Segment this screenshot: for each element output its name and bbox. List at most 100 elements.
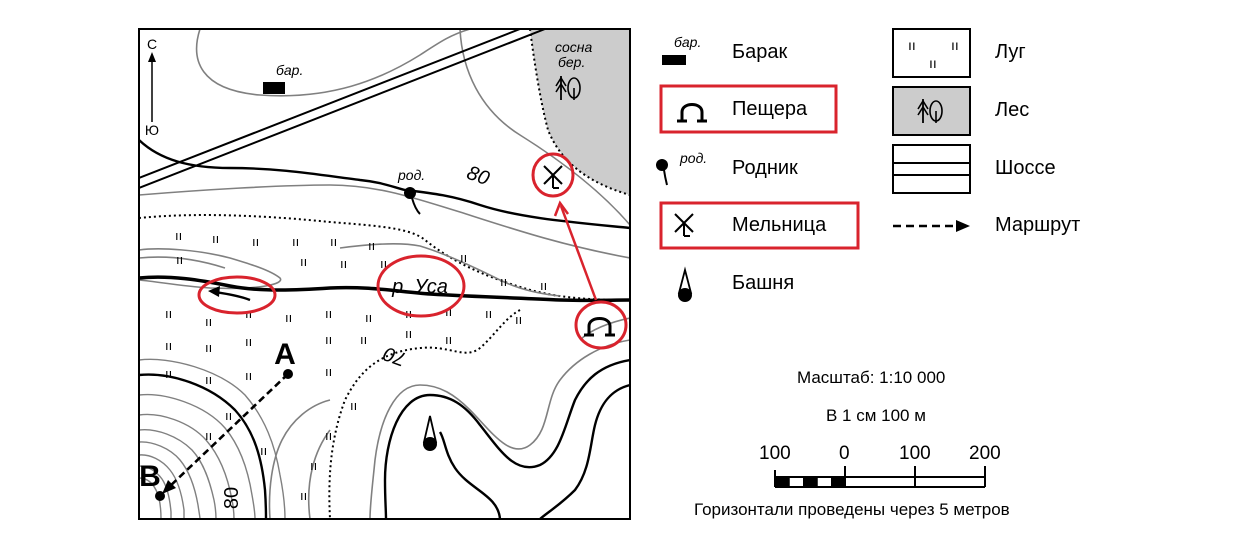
scale-tick-left-100: 100 bbox=[759, 443, 791, 464]
meadow-mark: ıı bbox=[515, 312, 522, 327]
meadow-mark: ıı bbox=[165, 306, 172, 321]
legend-meadow-label: Луг bbox=[995, 41, 1026, 63]
black-contours bbox=[139, 139, 630, 519]
compass-north-label: С bbox=[147, 36, 157, 52]
point-b-label: В bbox=[139, 460, 161, 493]
forest-area bbox=[530, 29, 630, 195]
meadow-mark: ıı bbox=[300, 488, 307, 503]
meadow-mark: ıı bbox=[460, 250, 467, 265]
legend-meadow-mark-2: ıı bbox=[951, 37, 959, 53]
legend-spring-label: Родник bbox=[732, 157, 798, 179]
legend-spring-tail bbox=[663, 169, 668, 186]
legend: бар. род. ıı ıı ıı bbox=[656, 28, 971, 302]
meadow-mark: ıı bbox=[205, 314, 212, 329]
legend-highway-box bbox=[892, 144, 971, 194]
meadow-mark: ıı bbox=[500, 274, 507, 289]
cave-to-mill-arrowhead bbox=[553, 200, 570, 217]
legend-mill-highlight bbox=[659, 201, 860, 250]
scale-bar bbox=[774, 466, 986, 488]
legend-spring-small-label: род. bbox=[679, 150, 707, 166]
legend-forest-icon bbox=[917, 99, 943, 123]
contour-label-70: 70 bbox=[381, 342, 409, 370]
route-line bbox=[167, 373, 289, 489]
legend-meadow-mark-3: ıı bbox=[929, 55, 937, 71]
meadow-mark: ıı bbox=[360, 332, 367, 347]
river-usa bbox=[139, 275, 630, 303]
meadow-mark: ıı bbox=[165, 338, 172, 353]
meadow-symbols: ıı ıı ıı ıı ıı ıı ıı ıı ıı ıı ıı ıı ıı ıı ıı ıı ıı ıı ıı ıı… bbox=[165, 228, 547, 503]
meadow-mark: ıı bbox=[212, 231, 219, 246]
legend-cave-icon bbox=[677, 103, 707, 123]
map-highlights bbox=[197, 152, 628, 350]
meadow-mark: ıı bbox=[325, 306, 332, 321]
meadow-mark: ıı bbox=[245, 368, 252, 383]
legend-forest-label: Лес bbox=[995, 99, 1030, 121]
mill-icon bbox=[543, 165, 563, 189]
meadow-mark: ıı bbox=[365, 310, 372, 325]
map-area bbox=[139, 29, 630, 519]
grey-contours bbox=[139, 29, 630, 519]
meadow-mark: ıı bbox=[325, 364, 332, 379]
forest-boundary bbox=[529, 29, 630, 196]
legend-forest-box bbox=[892, 86, 971, 136]
scale-tick-0: 0 bbox=[839, 443, 850, 464]
meadow-mark: ıı bbox=[205, 372, 212, 387]
map-frame bbox=[138, 28, 631, 520]
legend-meadow-box bbox=[892, 28, 971, 78]
legend-highway-label: Шоссе bbox=[995, 157, 1056, 179]
scale-tick-right-100: 100 bbox=[899, 443, 931, 464]
meadow-mark: ıı bbox=[300, 254, 307, 269]
tower-icon bbox=[422, 415, 438, 451]
meadow-mark: ıı bbox=[340, 256, 347, 271]
meadow-mark: ıı bbox=[176, 252, 183, 267]
meadow-mark: ıı bbox=[380, 256, 387, 271]
barak-icon bbox=[263, 82, 285, 94]
legend-barak-icon bbox=[662, 55, 686, 65]
legend-meadow-mark-1: ıı bbox=[908, 37, 916, 53]
contour-label-80-bottom: 80 bbox=[221, 487, 243, 509]
legend-barak-small-label: бар. bbox=[674, 34, 701, 50]
meadow-mark: ıı bbox=[205, 340, 212, 355]
meadow-mark: ıı bbox=[325, 428, 332, 443]
meadow-mark: ıı bbox=[252, 234, 259, 249]
legend-tower-label: Башня bbox=[732, 272, 795, 294]
river-name-label: р. Уса bbox=[391, 276, 448, 298]
legend-mill-label: Мельница bbox=[732, 214, 827, 236]
meadow-mark: ıı bbox=[325, 332, 332, 347]
legend-route-arrowhead bbox=[956, 220, 970, 232]
meadow-boundary-lower bbox=[328, 309, 521, 519]
highlight-flow-arrow bbox=[197, 275, 277, 315]
legend-mill-icon bbox=[674, 213, 694, 237]
meadow-mark: ıı bbox=[445, 304, 452, 319]
point-b-marker bbox=[155, 491, 165, 501]
forest-species-label-1: сосна bbox=[555, 39, 592, 55]
meadow-mark: ıı bbox=[205, 428, 212, 443]
meadow-mark: ıı bbox=[310, 458, 317, 473]
spring-icon bbox=[404, 187, 421, 215]
meadow-mark: ıı bbox=[285, 310, 292, 325]
scale-title: Масштаб: 1:10 000 bbox=[797, 368, 946, 387]
legend-barak-label: Барак bbox=[732, 41, 788, 63]
highlight-river-label bbox=[376, 254, 466, 318]
meadow-mark: ıı bbox=[292, 234, 299, 249]
meadow-mark: ıı bbox=[445, 332, 452, 347]
scale-per-cm: В 1 см 100 м bbox=[826, 406, 926, 425]
legend-cave-label: Пещера bbox=[732, 98, 808, 120]
spring-map-label: род. bbox=[397, 167, 425, 183]
meadow-mark: ıı bbox=[330, 234, 337, 249]
point-a-marker bbox=[283, 369, 293, 379]
cave-to-mill-arrow bbox=[559, 205, 598, 301]
meadow-mark: ıı bbox=[368, 238, 375, 253]
meadow-mark: ıı bbox=[260, 443, 267, 458]
meadow-mark: ıı bbox=[350, 398, 357, 413]
route-arrowhead bbox=[162, 480, 176, 494]
point-a-label: А bbox=[274, 338, 296, 371]
meadow-mark: ıı bbox=[225, 408, 232, 423]
legend-spring-icon bbox=[656, 159, 668, 171]
legend-route-label: Маршрут bbox=[995, 214, 1081, 236]
meadow-mark: ıı bbox=[245, 334, 252, 349]
contour-interval-note: Горизонтали проведены через 5 метров bbox=[694, 500, 1010, 519]
contour-label-80-top: 80 bbox=[464, 162, 492, 190]
meadow-mark: ıı bbox=[540, 278, 547, 293]
